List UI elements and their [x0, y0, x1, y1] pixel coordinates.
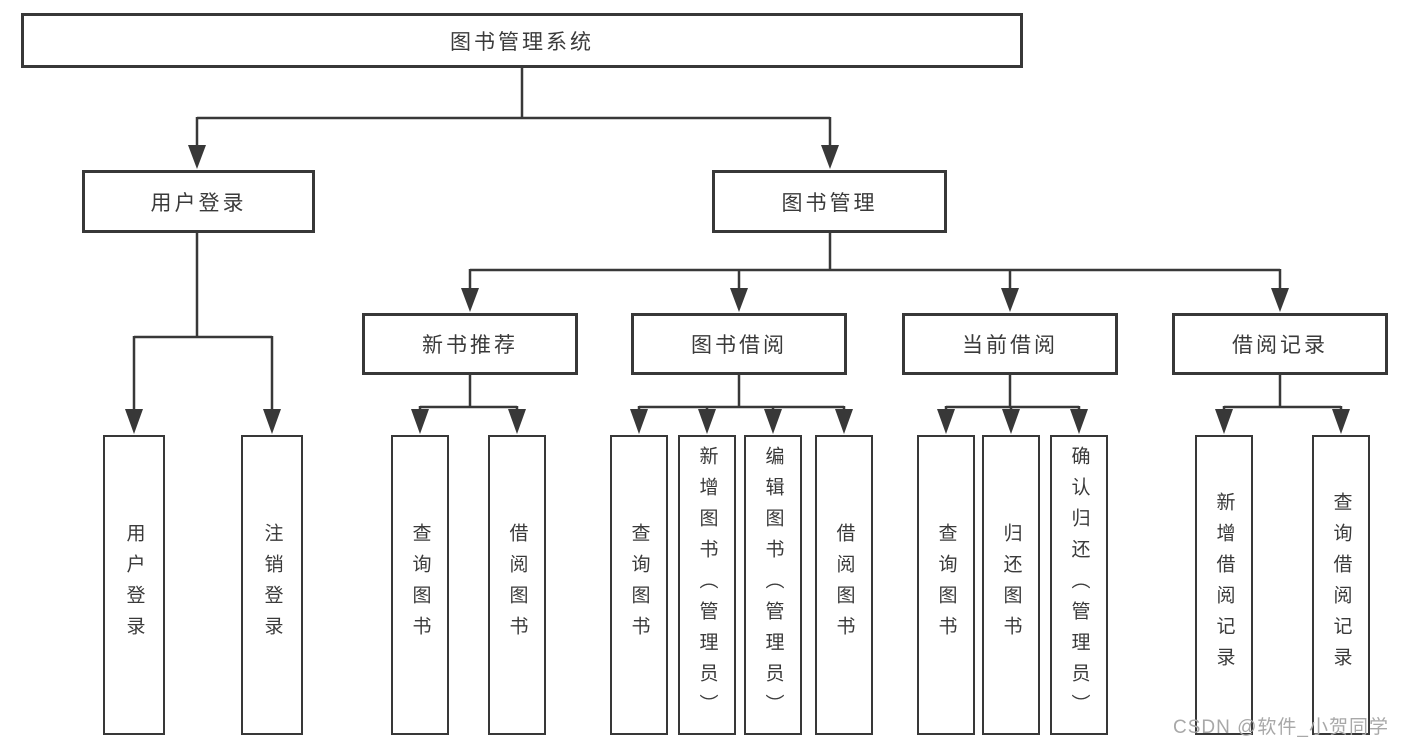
leaf-query-borrow-record: 查询借阅记录 [1312, 435, 1370, 735]
node-borrowing-records: 借阅记录 [1172, 313, 1388, 375]
node-book-management: 图书管理 [712, 170, 947, 233]
leaf-add-borrow-record: 新增借阅记录 [1195, 435, 1253, 735]
leaf-logout: 注销登录 [241, 435, 303, 735]
node-book-borrowing: 图书借阅 [631, 313, 847, 375]
leaf-query-books: 查询图书 [391, 435, 449, 735]
leaf-return-books: 归还图书 [982, 435, 1040, 735]
leaf-query-books: 查询图书 [610, 435, 668, 735]
node-user-login: 用户登录 [82, 170, 315, 233]
leaf-user-login: 用户登录 [103, 435, 165, 735]
leaf-borrow-books: 借阅图书 [815, 435, 873, 735]
leaf-edit-books-admin: 编辑图书（管理员） [744, 435, 802, 735]
node-new-book-recommendation: 新书推荐 [362, 313, 578, 375]
leaf-query-books: 查询图书 [917, 435, 975, 735]
node-current-borrowing: 当前借阅 [902, 313, 1118, 375]
leaf-add-books-admin: 新增图书（管理员） [678, 435, 736, 735]
leaf-confirm-return-admin: 确认归还（管理员） [1050, 435, 1108, 735]
node-library-management-system: 图书管理系统 [21, 13, 1023, 68]
leaf-borrow-books: 借阅图书 [488, 435, 546, 735]
watermark: CSDN @软件_小贺同学 [1173, 717, 1389, 738]
